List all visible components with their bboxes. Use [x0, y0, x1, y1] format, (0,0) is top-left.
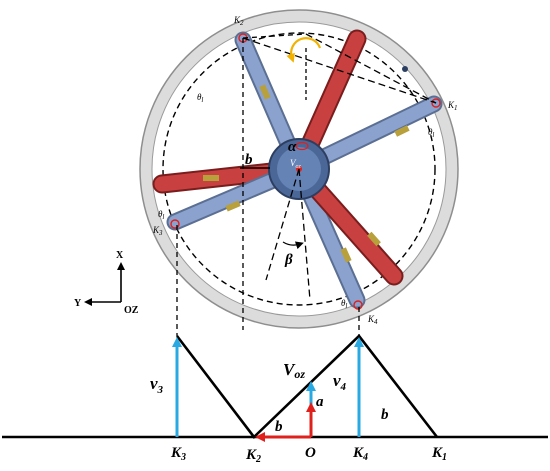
- svg-text:θl: θl: [341, 298, 347, 310]
- label-k1-wheel: K: [447, 100, 455, 110]
- label-k4-wheel: K: [367, 314, 375, 324]
- label-theta-k3: θ: [158, 209, 163, 219]
- coordinate-axes-icon: X Y OZ: [74, 250, 139, 316]
- svg-text:K1: K1: [431, 445, 447, 463]
- svg-text:K3: K3: [170, 445, 186, 463]
- label-k2-ground: K: [245, 447, 257, 463]
- leg-tip-circle: [162, 32, 436, 306]
- label-o: O: [305, 445, 316, 461]
- axis-y-label: Y: [74, 298, 82, 309]
- label-b-hub: b: [245, 152, 253, 168]
- label-a: a: [316, 394, 324, 410]
- construction-lines: [176, 33, 437, 336]
- svg-text:v4: v4: [333, 371, 347, 393]
- svg-text:K4: K4: [367, 314, 378, 326]
- axis-oz-label: OZ: [124, 305, 139, 316]
- label-k3-wheel: K: [152, 225, 160, 235]
- beta-arc: [282, 241, 304, 250]
- label-k1-ground: K: [431, 445, 443, 461]
- leg-tip-markers: [170, 33, 441, 310]
- wheel-labels: K2 K1 K3 K4 θl θl θl θl b α β Voz: [152, 15, 458, 326]
- svg-text:K1: K1: [447, 100, 458, 112]
- label-beta: β: [284, 252, 293, 268]
- label-b-right: b: [381, 407, 389, 423]
- label-k2-wheel: K: [233, 15, 241, 25]
- label-v-hub: V: [290, 158, 297, 168]
- label-v3: v: [150, 374, 158, 393]
- label-v4: v: [333, 371, 341, 390]
- label-theta-right: θ: [428, 127, 433, 137]
- ground-labels: v3 v4 Voz a b b K3 K2 O K4 K1: [150, 360, 447, 465]
- label-theta-left: θ: [197, 92, 202, 102]
- svg-text:θl: θl: [197, 92, 203, 104]
- label-k4-ground: K: [352, 445, 364, 461]
- axis-x-label: X: [116, 250, 124, 261]
- svg-text:K4: K4: [352, 445, 368, 463]
- label-theta-k4: θ: [341, 298, 346, 308]
- curved-arrow-icon: [286, 37, 322, 63]
- svg-text:K2: K2: [233, 15, 244, 27]
- svg-text:K3: K3: [152, 225, 163, 237]
- svg-text:Voz: Voz: [290, 158, 302, 170]
- label-voz: V: [283, 360, 296, 379]
- label-k3-ground: K: [170, 445, 182, 461]
- velocity-profile: [2, 334, 548, 442]
- velocity-triangles: [175, 334, 439, 439]
- label-alpha: α: [288, 139, 297, 155]
- svg-text:θl: θl: [428, 127, 434, 139]
- svg-text:θl: θl: [158, 209, 164, 221]
- svg-text:Voz: Voz: [283, 360, 305, 381]
- label-b-left: b: [275, 419, 283, 435]
- svg-text:v3: v3: [150, 374, 164, 396]
- svg-text:K2: K2: [245, 447, 261, 465]
